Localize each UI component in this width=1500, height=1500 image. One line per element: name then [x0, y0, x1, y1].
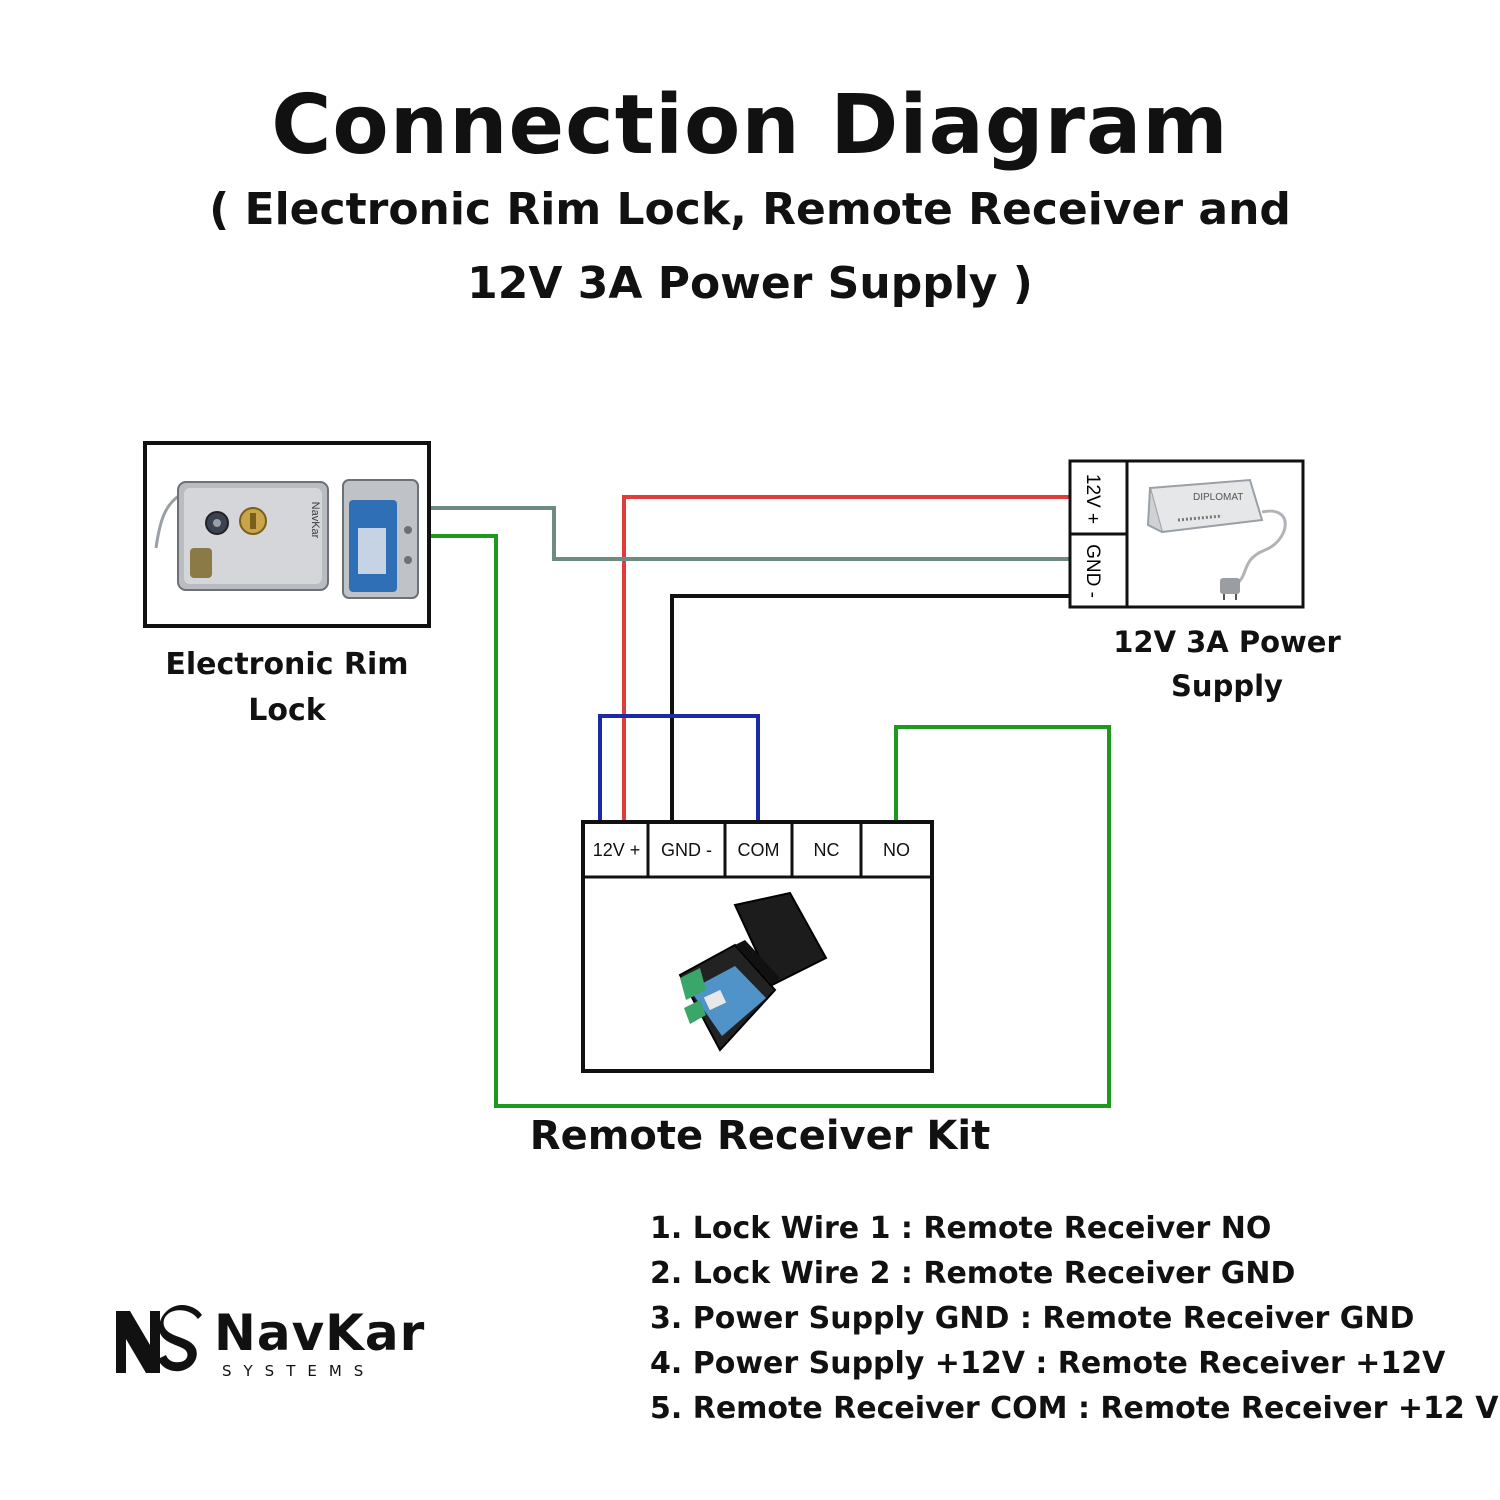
- rim-lock-image: NavKar: [143, 441, 431, 628]
- page-subtitle-line2: 12V 3A Power Supply ): [467, 258, 1033, 309]
- wire-blue-com-jumper: [598, 714, 760, 822]
- connection-instructions: 1. Lock Wire 1 : Remote Receiver NO 2. L…: [650, 1206, 1498, 1431]
- page-subtitle-line1: ( Electronic Rim Lock, Remote Receiver a…: [209, 184, 1291, 235]
- receiver-caption: Remote Receiver Kit: [529, 1113, 991, 1159]
- page-title: Connection Diagram: [271, 78, 1229, 173]
- receiver-terminal-12v: 12V +: [592, 839, 641, 860]
- instruction-item: 4. Power Supply +12V : Remote Receiver +…: [650, 1346, 1446, 1381]
- remote-receiver-image: [678, 891, 828, 1052]
- svg-text:NavKar: NavKar: [309, 502, 321, 539]
- lock-caption-line2: Lock: [248, 693, 326, 728]
- power-caption-line1: 12V 3A Power: [1113, 625, 1341, 659]
- power-terminal-gnd: GND -: [1082, 544, 1103, 598]
- power-caption-line2: Supply: [1171, 669, 1283, 703]
- lock-caption: Electronic Rim Lock: [130, 642, 444, 734]
- logo-name: NavKar: [214, 1304, 426, 1362]
- navkar-logo: NavKar SYSTEMS: [112, 1300, 432, 1390]
- instruction-item: 1. Lock Wire 1 : Remote Receiver NO: [650, 1211, 1272, 1246]
- receiver-terminal-no: NO: [883, 839, 910, 860]
- instruction-item: 2. Lock Wire 2 : Remote Receiver GND: [650, 1256, 1296, 1291]
- receiver-terminal-nc: NC: [813, 839, 840, 860]
- wire-red-power-positive: [622, 495, 1070, 822]
- instruction-item: 3. Power Supply GND : Remote Receiver GN…: [650, 1301, 1415, 1336]
- wire-grey-lock-to-power-gnd: [430, 506, 1070, 561]
- ns-logo-mark: [116, 1305, 202, 1373]
- logo-sub: SYSTEMS: [222, 1362, 376, 1380]
- instruction-item: 5. Remote Receiver COM : Remote Receiver…: [650, 1391, 1499, 1426]
- wire-green-lock-to-receiver-no: [430, 534, 1111, 1108]
- receiver-terminal-com: COM: [737, 839, 780, 860]
- svg-text:DIPLOMAT: DIPLOMAT: [1193, 492, 1243, 503]
- power-supply-caption: 12V 3A Power Supply: [1090, 620, 1364, 708]
- power-supply-image: 12V + GND - DIPLOMAT: [1068, 459, 1305, 609]
- receiver-terminal-gnd: GND -: [661, 839, 712, 860]
- wire-black-power-gnd-to-receiver: [670, 594, 1070, 822]
- remote-receiver-box: [581, 820, 934, 1073]
- power-terminal-12v: 12V +: [1082, 474, 1103, 524]
- lock-caption-line1: Electronic Rim: [165, 647, 409, 682]
